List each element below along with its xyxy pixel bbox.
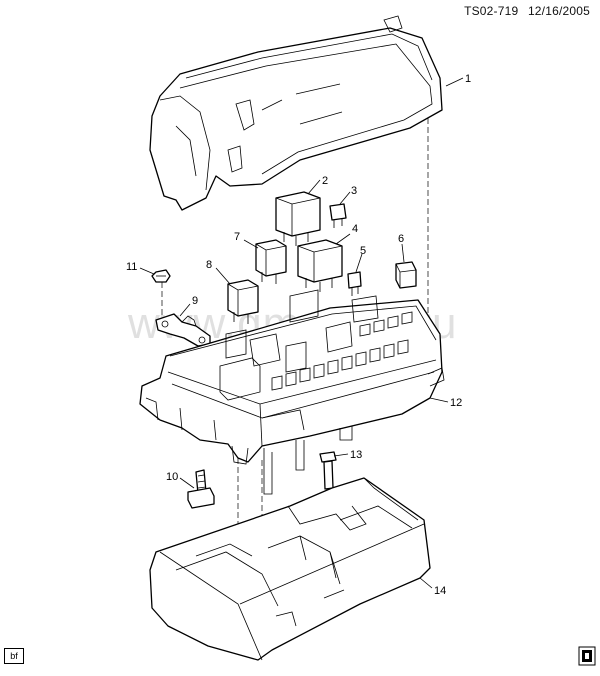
callout-3: 3 [351,185,357,197]
callout-labels: 1 2 3 4 5 6 7 8 9 10 11 12 13 14 [126,73,471,597]
bolt-13 [319,451,337,490]
mini-fuse-5 [347,271,362,296]
callout-6: 6 [398,233,404,245]
callout-10: 10 [166,471,178,483]
callout-4: 4 [352,223,358,235]
callout-5: 5 [360,245,366,257]
callout-1: 1 [465,73,471,85]
micro-relay-7 [255,239,287,284]
drawing-date: 12/16/2005 [527,4,590,18]
micro-relay-8 [227,279,259,324]
callout-11: 11 [126,261,137,273]
callout-9: 9 [192,295,198,307]
relay-2 [275,191,321,246]
callout-12: 12 [450,397,462,409]
drawing-header: TS02-719 12/16/2005 [458,4,590,18]
nut-11 [151,269,171,283]
relay-4 [297,239,343,292]
callout-7: 7 [234,231,240,243]
callout-8: 8 [206,259,212,271]
drawing-code: TS02-719 [464,4,519,18]
callout-2: 2 [322,175,328,187]
stud-bolt-10 [187,469,215,509]
fuse-block-body [139,289,445,495]
leader-lines [139,77,464,589]
source-badge: bf [4,648,24,664]
mini-fuse-3 [329,203,347,228]
callout-14: 14 [434,585,446,597]
lower-tray [149,477,431,661]
callout-13: 13 [350,449,362,461]
maxi-fuse-6 [395,261,417,289]
corner-logo-icon [578,646,596,666]
fuse-block-cover [149,15,443,211]
